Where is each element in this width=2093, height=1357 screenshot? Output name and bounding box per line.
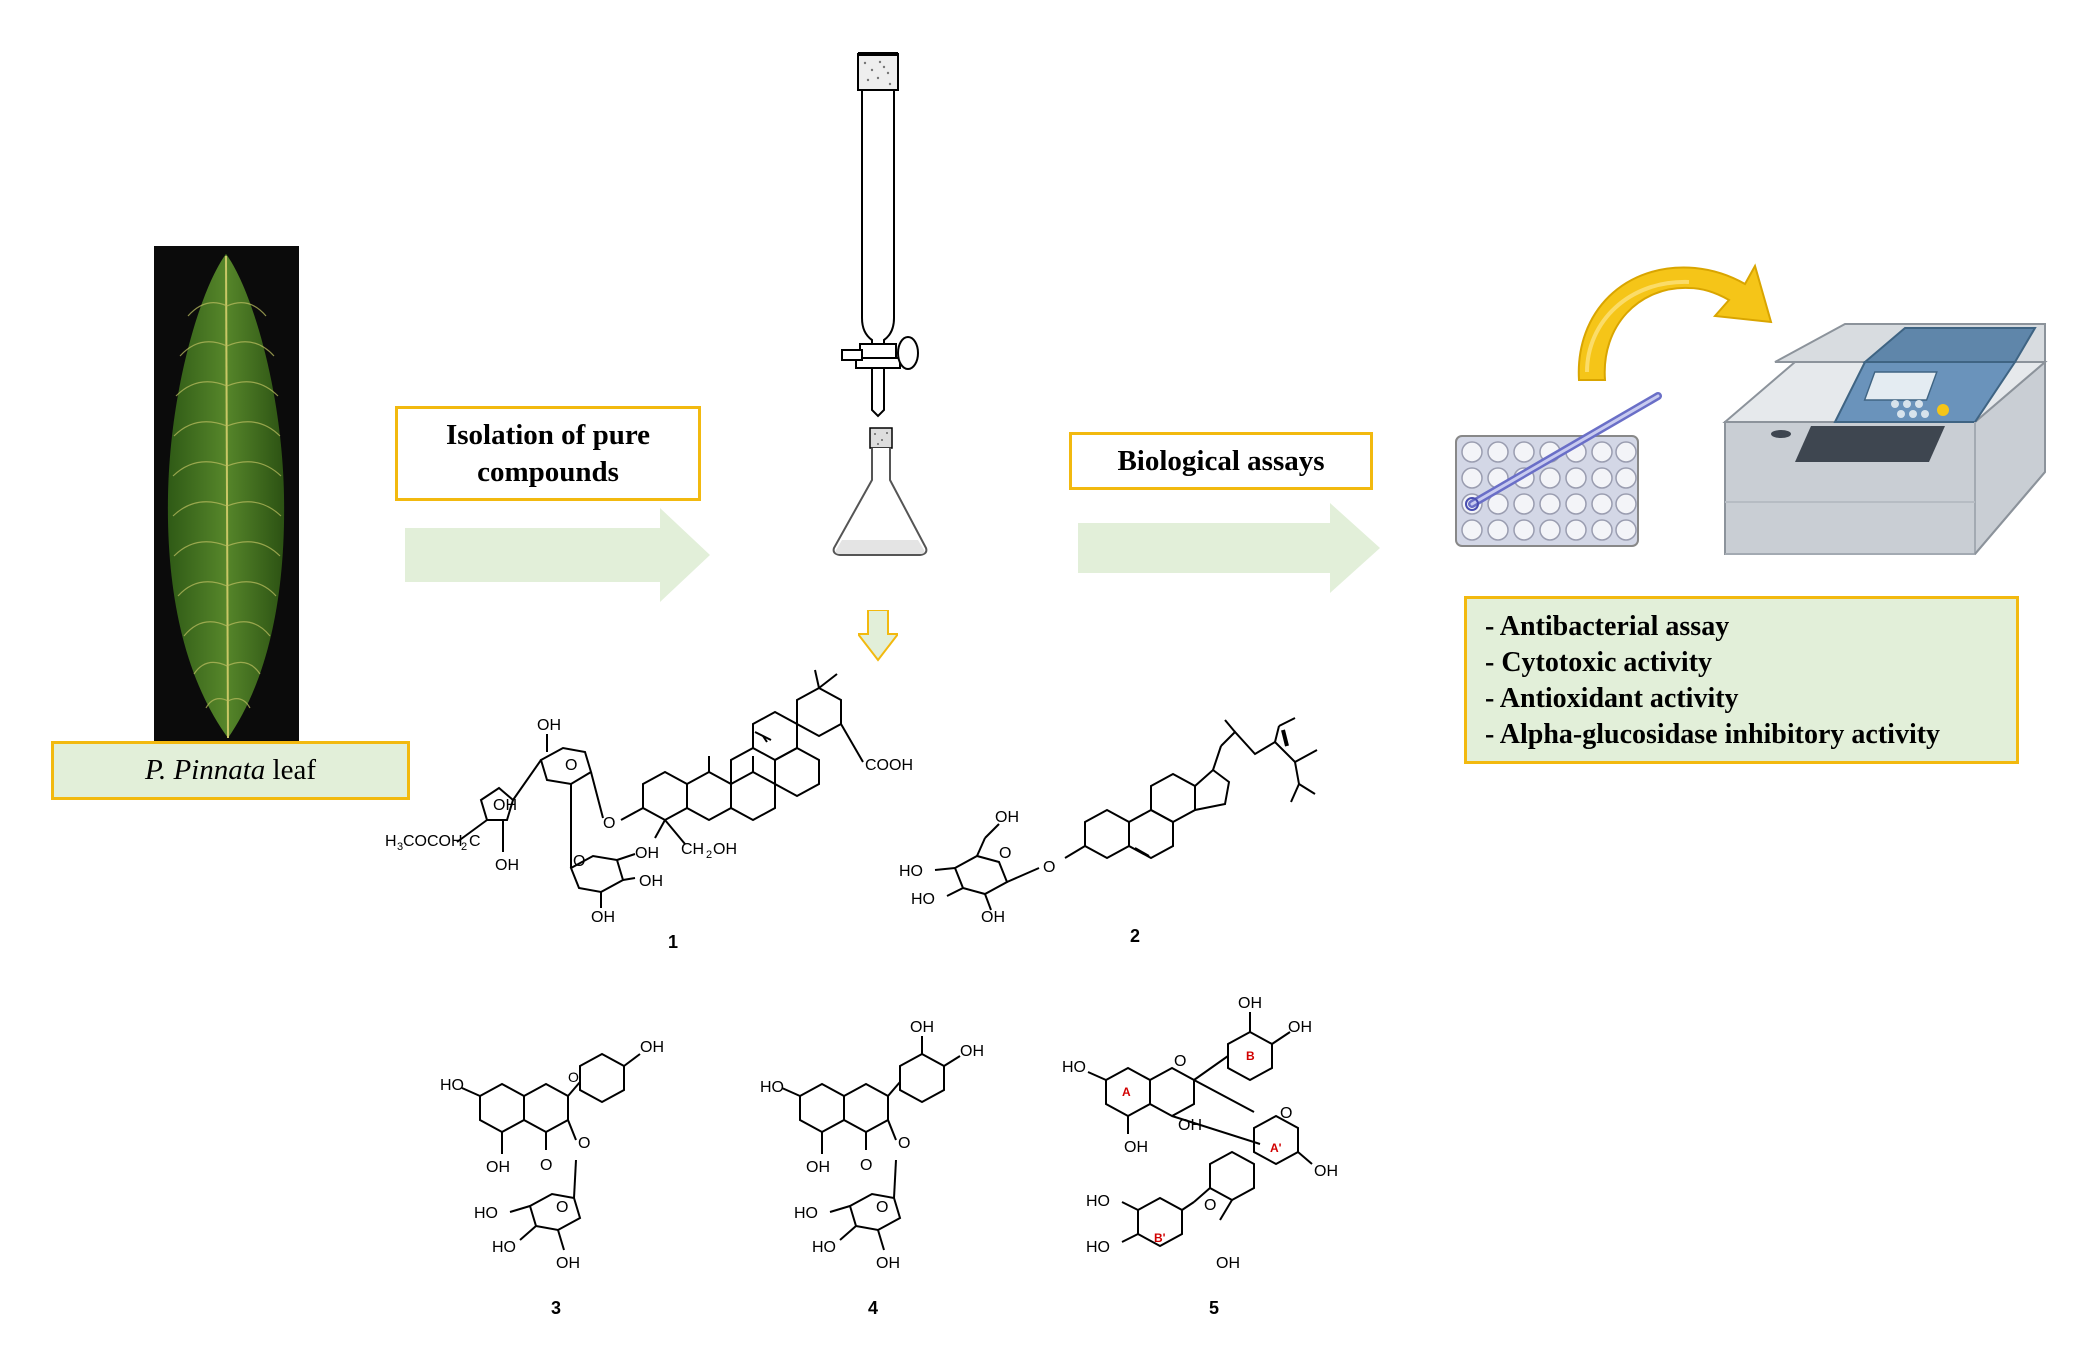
leaf-species-name: P. Pinnata [144, 754, 266, 786]
svg-text:OH: OH [876, 1255, 900, 1272]
svg-text:O: O [573, 853, 585, 870]
svg-text:HO: HO [911, 891, 935, 908]
svg-text:OH: OH [995, 809, 1019, 826]
svg-text:OH: OH [1124, 1139, 1148, 1156]
compound-label-2: 2 [1130, 926, 1141, 946]
svg-text:OH: OH [486, 1159, 510, 1176]
leaf-label-suffix: leaf [265, 754, 317, 786]
svg-text:O: O [578, 1135, 590, 1152]
svg-text:OH: OH [1288, 1019, 1312, 1036]
leaf-photo [154, 246, 299, 743]
svg-text:2: 2 [706, 849, 712, 861]
compound-4-structure: HO OH OH OH O O O HO HO OH [760, 1019, 984, 1272]
svg-text:HO: HO [899, 863, 923, 880]
svg-text:OH: OH [495, 857, 519, 874]
svg-text:A: A [1122, 1085, 1131, 1099]
curved-arrow [1577, 263, 1773, 381]
svg-text:OH: OH [537, 717, 561, 734]
svg-text:H: H [385, 833, 397, 850]
isolation-label-line1: Isolation of pure [445, 419, 651, 452]
process-arrow-2 [1078, 503, 1380, 593]
chromatography-column-icon [832, 52, 928, 556]
svg-text:O: O [876, 1199, 888, 1216]
down-arrow [858, 610, 898, 662]
compound-2-structure: OH O O HO HO OH [899, 717, 1318, 922]
svg-text:OH: OH [591, 909, 615, 926]
svg-text:HO: HO [1086, 1239, 1110, 1256]
svg-text:COOH: COOH [865, 757, 913, 774]
svg-text:HO: HO [1086, 1193, 1110, 1210]
svg-text:OH: OH [806, 1159, 830, 1176]
assay-item: - Alpha-glucosidase inhibitory activity [1485, 719, 1941, 750]
svg-text:O: O [898, 1135, 910, 1152]
svg-text:OH: OH [493, 797, 517, 814]
isolation-label-line2: compounds [477, 455, 619, 488]
svg-text:OH: OH [556, 1255, 580, 1272]
isolation-label-box: Isolation of pure compounds [395, 406, 701, 501]
assay-item: - Antioxidant activity [1485, 683, 1739, 714]
svg-text:O: O [1280, 1105, 1292, 1122]
svg-text:O: O [603, 815, 615, 832]
svg-text:OH: OH [910, 1019, 934, 1036]
svg-text:B: B [1246, 1049, 1255, 1063]
svg-text:OH: OH [1216, 1255, 1240, 1272]
svg-text:OH: OH [981, 909, 1005, 922]
svg-text:OH: OH [713, 841, 737, 858]
svg-text:OH: OH [1238, 995, 1262, 1012]
well-plate-icon [1455, 392, 1662, 547]
spectrophotometer-icon [1722, 323, 2048, 555]
compound-label-5: 5 [1209, 1298, 1220, 1318]
svg-text:O: O [568, 1069, 579, 1085]
svg-text:OH: OH [960, 1043, 984, 1060]
process-arrow-1 [405, 508, 710, 602]
svg-text:OH: OH [635, 845, 659, 862]
biological-assays-label-box: Biological assays [1069, 432, 1373, 490]
svg-text:HO: HO [760, 1079, 784, 1096]
svg-text:A': A' [1270, 1141, 1282, 1155]
svg-text:HO: HO [794, 1205, 818, 1222]
svg-text:OH: OH [1178, 1117, 1202, 1134]
svg-text:HO: HO [474, 1205, 498, 1222]
svg-text:B': B' [1154, 1231, 1166, 1245]
svg-text:HO: HO [812, 1239, 836, 1256]
svg-text:O: O [556, 1199, 568, 1216]
svg-text:HO: HO [492, 1239, 516, 1256]
leaf-label-box: P. Pinnata leaf [51, 741, 410, 800]
assays-box: - Antibacterial assay - Cytotoxic activi… [1464, 596, 2019, 764]
svg-text:O: O [565, 757, 577, 774]
svg-text:O: O [540, 1157, 552, 1174]
compound-5-structure: HO OH OH OH O OH O O OH HO HO OH A B A' … [1062, 995, 1338, 1272]
svg-text:O: O [1043, 859, 1055, 876]
svg-text:COCOH: COCOH [403, 833, 463, 850]
assay-item: - Cytotoxic activity [1485, 647, 1713, 678]
svg-text:HO: HO [440, 1077, 464, 1094]
svg-text:C: C [469, 833, 481, 850]
svg-text:3: 3 [397, 841, 403, 853]
biological-assays-label: Biological assays [1117, 444, 1325, 477]
compound-3-structure: HO OH OH O O O O HO HO OH [440, 1039, 664, 1272]
svg-text:OH: OH [1314, 1163, 1338, 1180]
svg-text:OH: OH [640, 1039, 664, 1056]
compound-label-3: 3 [551, 1298, 562, 1318]
compound-label-4: 4 [868, 1298, 879, 1318]
svg-text:2: 2 [461, 841, 467, 853]
svg-text:O: O [860, 1157, 872, 1174]
svg-text:OH: OH [639, 873, 663, 890]
svg-text:O: O [1174, 1053, 1186, 1070]
svg-text:O: O [999, 845, 1011, 862]
svg-text:HO: HO [1062, 1059, 1086, 1076]
svg-text:CH: CH [681, 841, 704, 858]
svg-text:O: O [1204, 1197, 1216, 1214]
compound-label-1: 1 [668, 932, 679, 952]
assay-item: - Antibacterial assay [1485, 611, 1730, 642]
